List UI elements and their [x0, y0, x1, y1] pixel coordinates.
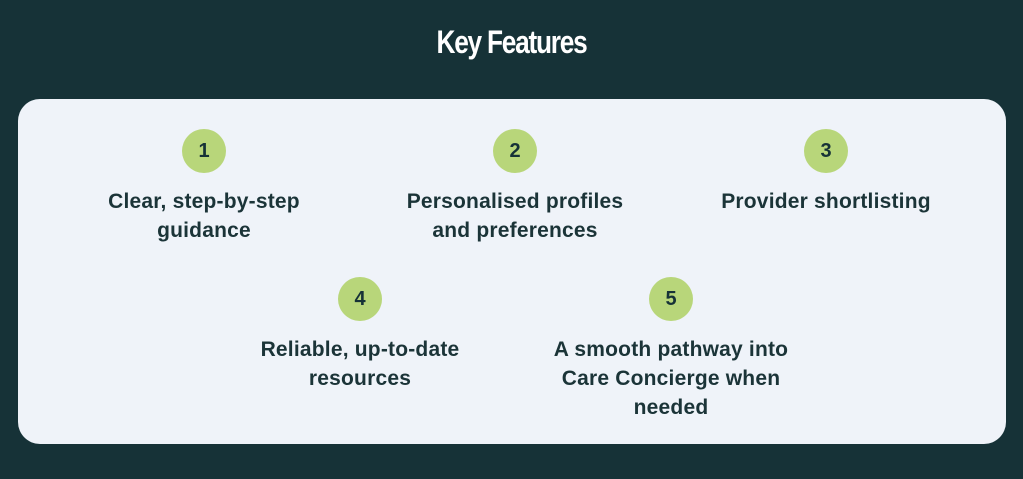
feature-item-5: 5 A smooth pathway into Care Concierge w… — [531, 277, 811, 422]
feature-item-4: 4 Reliable, up-to-date resources — [220, 277, 500, 393]
feature-label-line: Personalised profiles — [406, 190, 624, 213]
number-badge: 3 — [804, 129, 848, 173]
number-badge: 2 — [493, 129, 537, 173]
feature-label: Personalised profiles and preferences — [407, 187, 624, 245]
feature-label-line: guidance — [157, 219, 251, 242]
number-badge: 1 — [182, 129, 226, 173]
section-title: Key Features — [436, 24, 587, 60]
feature-item-1: 1 Clear, step-by-step guidance — [64, 129, 344, 245]
feature-label: Reliable, up-to-date resources — [261, 335, 460, 393]
feature-item-3: 3 Provider shortlisting — [686, 129, 966, 216]
feature-label: Provider shortlisting — [721, 187, 931, 216]
feature-label: A smooth pathway into Care Concierge whe… — [554, 335, 788, 422]
feature-label-line: Provider shortlisting — [721, 190, 931, 213]
feature-label-line: Care Concierge when — [561, 367, 781, 390]
number-badge: 4 — [338, 277, 382, 321]
feature-label-line: needed — [633, 396, 709, 419]
number-badge: 5 — [649, 277, 693, 321]
feature-label-line: A smooth pathway into — [553, 338, 789, 361]
feature-item-2: 2 Personalised profiles and preferences — [375, 129, 655, 245]
feature-label-line: resources — [308, 367, 412, 390]
feature-label-line: Clear, step-by-step — [108, 190, 300, 213]
feature-label: Clear, step-by-step guidance — [108, 187, 300, 245]
feature-label-line: and preferences — [432, 219, 598, 242]
feature-label-line: Reliable, up-to-date — [260, 338, 460, 361]
